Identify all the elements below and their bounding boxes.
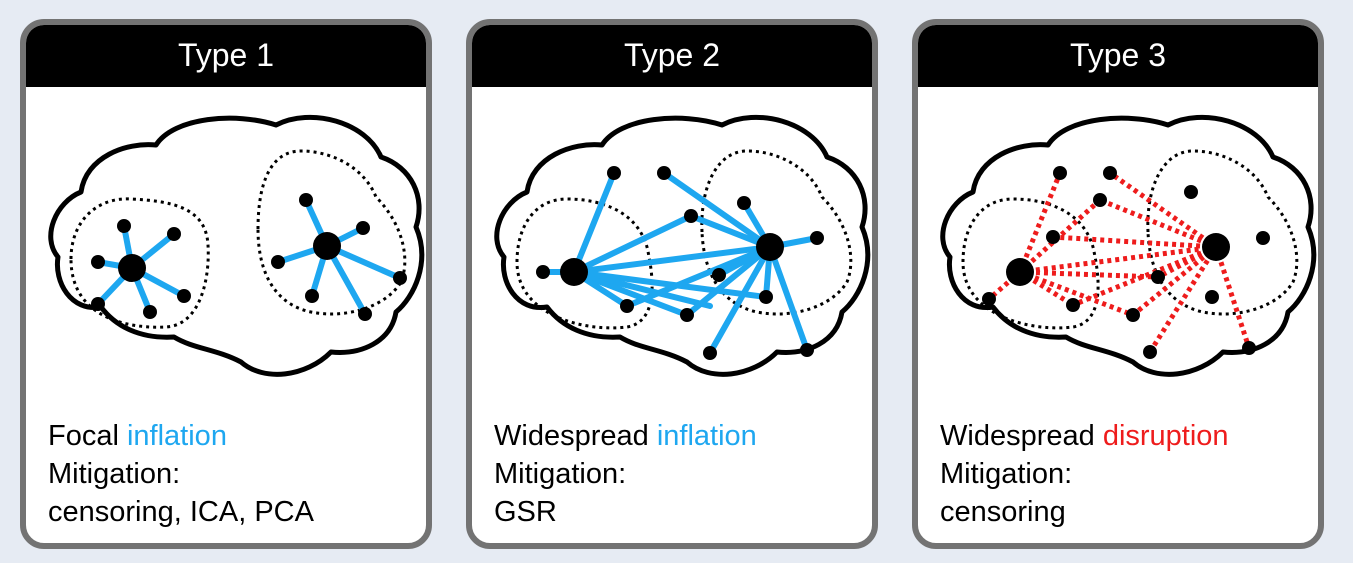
node	[1205, 290, 1219, 304]
node	[703, 346, 717, 360]
mitigation-value: GSR	[494, 496, 557, 528]
node	[91, 297, 105, 311]
node	[167, 227, 181, 241]
node	[358, 307, 372, 321]
hub-node	[756, 233, 784, 261]
connection-line	[1018, 198, 1102, 274]
node	[1256, 231, 1270, 245]
mitigation-label: Mitigation:	[494, 458, 627, 490]
brain-diagram	[940, 114, 1317, 377]
connection-line	[707, 244, 773, 356]
mitigation-label: Mitigation:	[48, 458, 181, 490]
connection-line	[1213, 246, 1252, 349]
node	[305, 289, 319, 303]
node	[299, 193, 313, 207]
hub-node	[560, 258, 588, 286]
node	[536, 265, 550, 279]
node	[1151, 270, 1165, 284]
description-line: Focal inflation	[48, 417, 314, 455]
connection-line	[571, 170, 617, 275]
hub-node	[118, 254, 146, 282]
connection-line	[684, 244, 773, 318]
node	[810, 231, 824, 245]
node	[800, 343, 814, 357]
left-region-boundary	[69, 197, 210, 329]
node	[657, 166, 671, 180]
description-line: Widespread inflation	[494, 417, 757, 455]
node	[1103, 166, 1117, 180]
description-line: Widespread disruption	[940, 417, 1229, 455]
node	[759, 290, 773, 304]
node	[1184, 185, 1198, 199]
mitigation-label: Mitigation:	[940, 458, 1073, 490]
connection-line	[1019, 244, 1217, 275]
description-prefix: Widespread	[940, 420, 1103, 452]
brain-outline	[48, 114, 425, 377]
connection-line	[767, 244, 810, 353]
type-2-card: Type 2	[466, 19, 878, 549]
brain-outline	[940, 114, 1317, 377]
description-keyword: disruption	[1102, 420, 1229, 452]
connection-line	[571, 269, 769, 300]
left-region-boundary	[515, 197, 654, 330]
node	[1093, 193, 1107, 207]
connection-line	[1052, 234, 1217, 250]
node	[680, 308, 694, 322]
node	[1066, 298, 1080, 312]
right-region-boundary	[256, 149, 407, 316]
node	[393, 271, 407, 285]
card-title: Type 3	[918, 25, 1318, 87]
node	[1046, 230, 1060, 244]
node	[271, 255, 285, 269]
card-caption: Widespread disruption Mitigation: censor…	[940, 417, 1229, 531]
card-caption: Focal inflation Mitigation: censoring, I…	[48, 417, 314, 531]
node	[712, 268, 726, 282]
node	[684, 209, 698, 223]
node	[1242, 341, 1256, 355]
connection-line	[1099, 197, 1217, 250]
description-keyword: inflation	[126, 420, 227, 452]
type-1-card: Type 1	[20, 19, 432, 549]
card-title: Type 2	[472, 25, 872, 87]
connection-line	[661, 170, 773, 250]
description-prefix: Focal	[48, 420, 127, 452]
left-region-boundary	[961, 197, 1100, 330]
node	[91, 255, 105, 269]
description-keyword: inflation	[656, 420, 757, 452]
node	[177, 289, 191, 303]
connection-line	[571, 213, 694, 275]
mitigation-value: censoring	[940, 496, 1066, 528]
node	[607, 166, 621, 180]
node	[143, 305, 157, 319]
node	[1053, 166, 1067, 180]
connection-line	[688, 213, 773, 250]
connection-line	[571, 244, 773, 275]
brain-diagram	[494, 114, 871, 377]
node	[356, 221, 370, 235]
brain-diagram	[48, 114, 425, 377]
connection-line	[1131, 245, 1218, 317]
right-region-boundary	[700, 149, 853, 316]
hub-node	[313, 232, 341, 260]
card-caption: Widespread inflation Mitigation: GSR	[494, 417, 757, 531]
connection-line	[1108, 170, 1218, 250]
node	[1143, 345, 1157, 359]
hub-node	[1006, 258, 1034, 286]
node	[117, 219, 131, 233]
type-3-card: Type 3	[912, 19, 1324, 549]
connection-line	[571, 269, 690, 318]
connection-line	[1017, 172, 1063, 273]
card-title: Type 1	[26, 25, 426, 87]
connection-line	[1019, 269, 1159, 280]
brain-outline	[494, 114, 871, 377]
node	[982, 292, 996, 306]
node	[1126, 308, 1140, 322]
node	[737, 196, 751, 210]
mitigation-value: censoring, ICA, PCA	[48, 496, 314, 528]
hub-node	[1202, 233, 1230, 261]
description-prefix: Widespread	[494, 420, 657, 452]
node	[620, 299, 634, 313]
right-region-boundary	[1146, 149, 1299, 316]
